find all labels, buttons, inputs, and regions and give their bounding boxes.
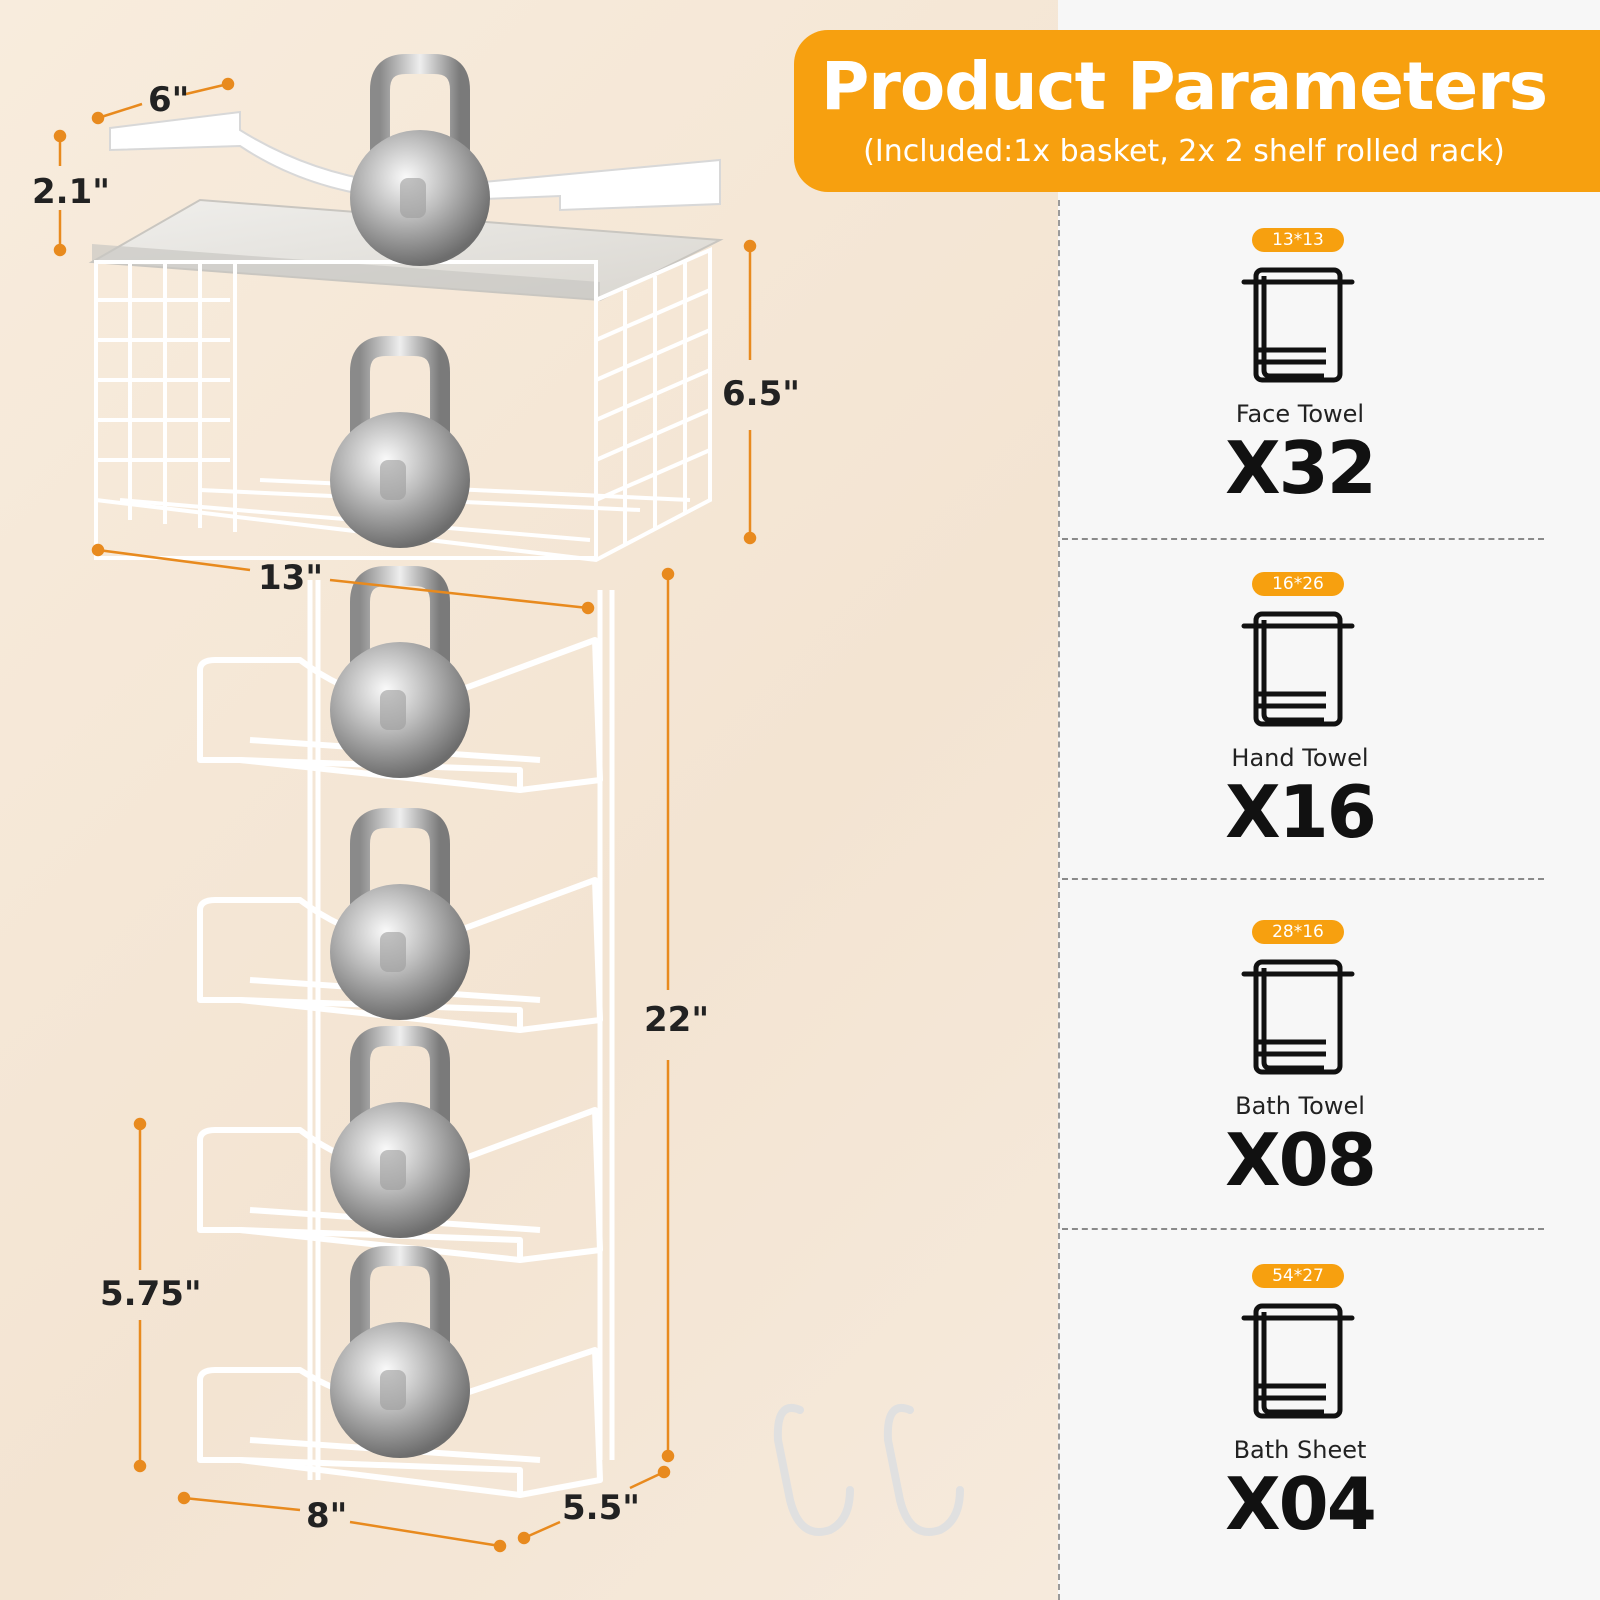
dim-rack-width: 8"	[306, 1496, 348, 1536]
towel-icon	[1241, 959, 1355, 1075]
kettlebell	[330, 818, 470, 1020]
dim-top-depth: 6"	[148, 80, 190, 120]
size-badge: 13*13	[1252, 228, 1344, 252]
dim-rack-depth: 5.5"	[562, 1488, 640, 1528]
size-badge: 16*26	[1252, 572, 1344, 596]
spec-bath-towel: 28*16 Bath Towel X08	[1058, 920, 1542, 1264]
kettlebell	[330, 576, 470, 778]
spec-face-towel: 13*13 Face Towel X32	[1058, 228, 1542, 572]
spec-bath-sheet: 54*27 Bath Sheet X04	[1058, 1264, 1542, 1600]
banner-title: Product Parameters	[820, 48, 1548, 125]
size-badge: 54*27	[1252, 1264, 1344, 1288]
towel-icon	[1241, 267, 1355, 383]
towel-name: Bath Sheet	[1233, 1436, 1367, 1464]
product-parameters-banner: Product Parameters (Included:1x basket, …	[794, 30, 1600, 192]
product-illustration	[53, 0, 964, 1553]
towel-count: X32	[1225, 426, 1377, 510]
size-badge: 28*16	[1252, 920, 1344, 944]
towel-name: Face Towel	[1235, 400, 1365, 428]
towel-count: X04	[1225, 1462, 1377, 1546]
banner-subtitle: (Included:1x basket, 2x 2 shelf rolled r…	[863, 134, 1505, 169]
towel-count: X16	[1225, 770, 1377, 854]
towel-icon	[1241, 611, 1355, 727]
dim-top-height: 2.1"	[32, 172, 110, 212]
towel-name: Hand Towel	[1231, 744, 1369, 772]
towel-icon	[1241, 1303, 1355, 1419]
dimension-lines	[53, 77, 757, 1553]
row-divider	[1062, 878, 1544, 880]
kettlebell	[330, 1256, 470, 1458]
s-hooks	[773, 1404, 964, 1536]
kettlebell	[350, 64, 490, 266]
spec-hand-towel: 16*26 Hand Towel X16	[1058, 572, 1542, 916]
towel-count: X08	[1225, 1118, 1377, 1202]
kettlebell	[330, 346, 470, 548]
dim-rack-height: 5.75"	[100, 1274, 202, 1314]
vertical-divider	[1058, 200, 1060, 1600]
row-divider	[1062, 1228, 1544, 1230]
kettlebell	[330, 1036, 470, 1238]
dim-basket-height: 6.5"	[722, 374, 800, 414]
dim-total-height: 22"	[644, 1000, 710, 1040]
spec-panel	[1058, 0, 1600, 1600]
row-divider	[1062, 538, 1544, 540]
dim-basket-width: 13"	[258, 558, 324, 598]
towel-name: Bath Towel	[1235, 1092, 1365, 1120]
wire-basket	[94, 246, 712, 563]
